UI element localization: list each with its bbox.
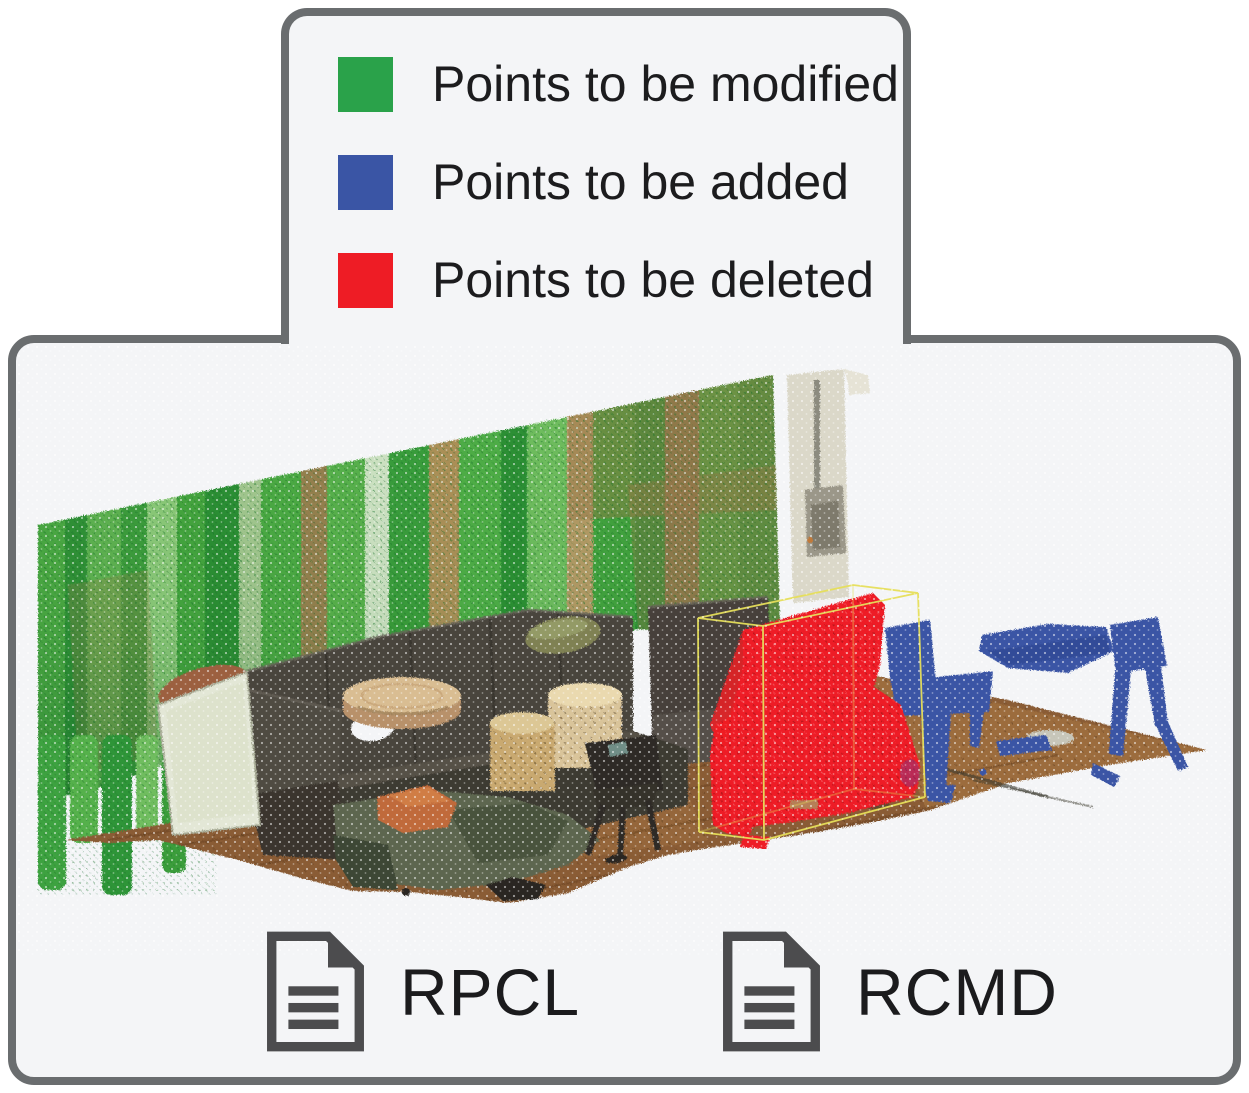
file-rpcl: RPCL [263,930,580,1053]
scene-panel [8,335,1241,1085]
legend-swatch-added [338,155,393,210]
file-label-rcmd: RCMD [856,954,1058,1029]
legend-label-deleted: Points to be deleted [432,252,874,308]
legend-swatch-modified [338,57,393,112]
legend-swatch-deleted [338,253,393,308]
legend-label-modified: Points to be modified [432,56,899,112]
file-rcmd: RCMD [719,930,1058,1053]
file-label-rpcl: RPCL [400,954,581,1029]
legend-row-added: Points to be added [338,155,903,210]
document-icon [723,931,820,1052]
legend-box: Points to be modified Points to be added… [281,8,911,344]
legend-row-deleted: Points to be deleted [338,253,903,308]
document-icon [267,931,364,1052]
legend-label-added: Points to be added [432,154,849,210]
legend-row-modified: Points to be modified [338,57,903,112]
point-cloud-scene [16,343,1233,955]
speckle-overlay [16,343,1233,955]
